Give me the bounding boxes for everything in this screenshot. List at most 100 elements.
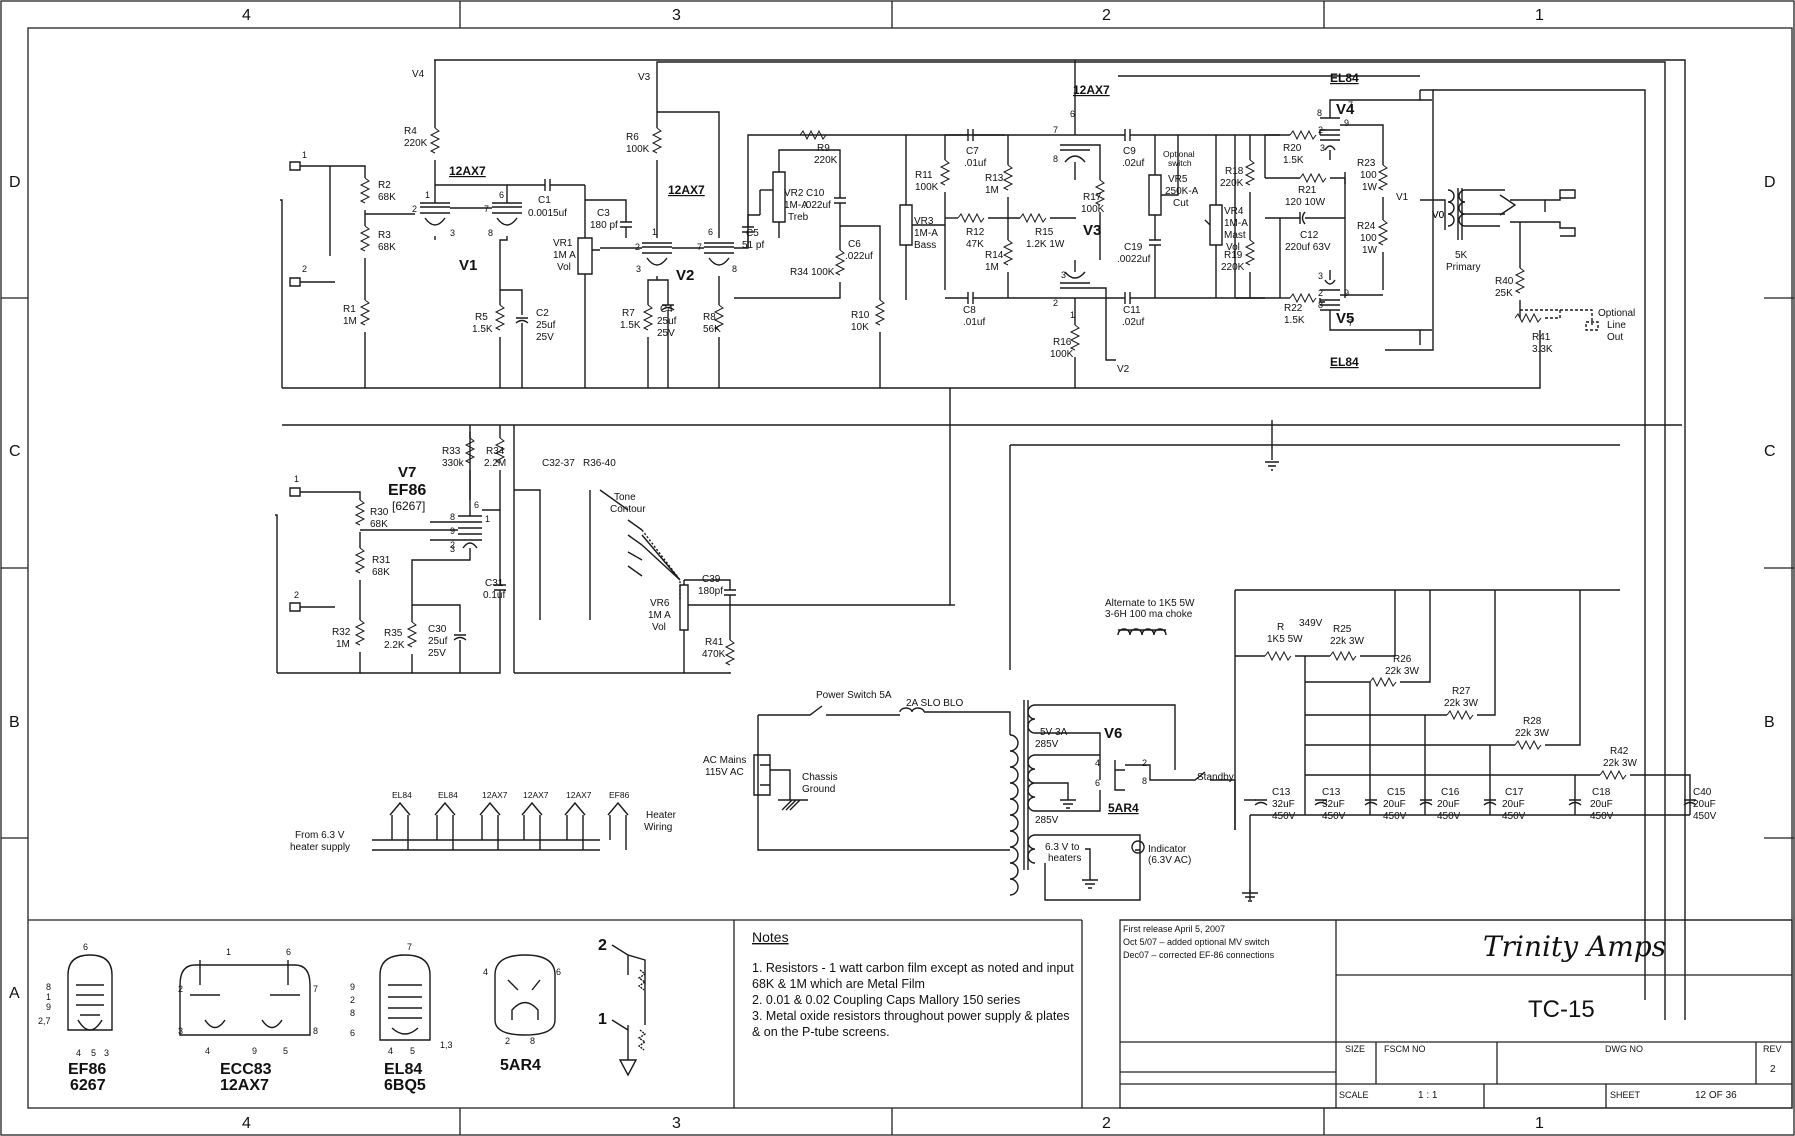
v1-type: 12AX7 [449,164,486,178]
c17-value: 20uF [1502,799,1525,810]
v3-pin7: 7 [1053,125,1058,135]
v1-pin2: 2 [412,204,417,214]
mains-label-2: 115V AC [705,767,744,778]
v2-stage: R6 100K 12AX7 V2 2 3 1 7 8 6 R7 1.5K C4 … [600,78,1005,388]
v1-input-stage: R2 68K R3 68K R1 1M 1 2 R4 220K 12AX7 V1… [280,60,632,388]
vr6-label: Vol [652,622,666,633]
v2-pin2: 2 [635,242,640,252]
ef86-pin1: 1 [46,992,51,1002]
r9-ref: R9 [817,143,830,154]
c17-ref: C17 [1505,787,1524,798]
v2-name: V2 [676,267,694,284]
v5-type: EL84 [1330,355,1359,369]
c40-ref: C40 [1693,787,1712,798]
heater-tube-6-label: EF86 [609,790,630,800]
c15-value: 20uF [1383,799,1406,810]
v3-stage: R11 100K C7 .01uf R13 1M R12 47K R15 1.2… [915,60,1280,388]
pot-pin1: 1 [598,1011,607,1028]
vr3-value: 1M-A [914,228,938,239]
v3-name: V3 [1083,222,1101,239]
c18-voltage: 450V [1590,811,1614,822]
v7-pin9: 9 [450,526,455,536]
c16-ref: C16 [1441,787,1460,798]
zone-right-b: B [1764,714,1775,731]
net-v4-label: V4 [412,69,425,80]
r20-ref: R20 [1283,143,1302,154]
r20-value: 1.5K [1283,155,1304,166]
fuse-label: 2A SLO BLO [906,698,963,709]
r35-value: 2.2K [384,640,405,651]
ecc83-pin3: 3 [178,1026,183,1036]
v7-pin8: 8 [450,512,455,522]
5ar4-pin2: 2 [505,1036,510,1046]
pot-pin2: 2 [598,937,607,954]
v3-pin8: 8 [1053,154,1058,164]
power-stage: EL84 V4 EL84 V5 7 8 2 3 9 3 2 8 9 7 R20 … [1264,71,1421,369]
c39-value: 180pf [698,586,723,597]
ef86-label: EF86 [68,1061,106,1078]
zone-bottom-4: 4 [242,1115,251,1132]
note-line-1: 1. Resistors - 1 watt carbon film except… [752,961,1074,975]
ef86-pin3: 3 [104,1048,109,1058]
r19-value: 220K [1221,262,1245,273]
c3-value: 180 pf [590,220,618,231]
vr4-ref: VR4 [1224,206,1244,217]
heater-tube-1-label: EL84 [392,790,412,800]
r1-ref: R1 [343,304,356,315]
line-out-3: Out [1607,332,1623,343]
el84-pin2: 2 [350,995,355,1005]
c4-ref: C4 [660,304,673,315]
ecc83-label: ECC83 [220,1061,272,1078]
r27-ref: R27 [1452,686,1471,697]
r41-ref: R41 [1532,332,1551,343]
c8-ref: C8 [963,305,976,316]
v2-type: 12AX7 [668,183,705,197]
r26-value: 22k 3W [1385,666,1419,677]
vr1-label: Vol [557,262,571,273]
heater-tube-2-label: EL84 [438,790,458,800]
c10-ref: C10 [806,188,825,199]
jack1-pin: 1 [302,150,307,160]
ef86-pin6: 6 [83,942,88,952]
c13b-voltage: 450V [1322,811,1346,822]
v349-label: 349V [1299,618,1323,629]
el84-pin7: 7 [407,942,412,952]
r34a-label: R34 100K [790,267,835,278]
zone-top-4: 4 [242,7,251,24]
r12-ref: R12 [966,227,985,238]
zone-top-2: 2 [1102,7,1111,24]
v4-type: EL84 [1330,71,1359,85]
r1-value: 1M [343,316,357,327]
r18-value: 220K [1220,178,1244,189]
c13a-value: 32uF [1272,799,1295,810]
v1-pin8: 8 [488,228,493,238]
v6-pin8: 8 [1142,776,1147,786]
c11-ref: C11 [1123,305,1141,316]
heater-wiring: EL84 EL84 12AX7 12AX7 12AX7 EF86 From 6.… [290,790,677,853]
v7-pin2: 2 [450,540,455,550]
heater-tube-3: 12AX7 [479,790,508,850]
heater-tube-6: EF86 [607,790,630,850]
line-out-2: Line [1607,320,1626,331]
r6-value: 100K [626,144,650,155]
r30-ref: R30 [370,507,389,518]
r4-ref: R4 [404,126,417,137]
jack3-pin: 1 [294,474,299,484]
r13-value: 1M [985,185,999,196]
v4-pin8: 8 [1317,108,1322,118]
r6-ref: R6 [626,132,639,143]
r25-ref: R25 [1333,624,1352,635]
drawing-title: TC-15 [1528,996,1595,1023]
heater-tube-4: 12AX7 [521,790,549,850]
c19-value: .0022uf [1117,254,1151,265]
r26-ref: R26 [1393,654,1412,665]
standby-label: Standby [1197,772,1234,783]
r14-value: 1M [985,262,999,273]
c15-ref: C15 [1387,787,1406,798]
r4-value: 220K [404,138,428,149]
c8-value: .01uf [963,317,985,328]
v6-pin6: 6 [1095,778,1100,788]
c7-value: .01uf [964,158,986,169]
note-line-4: 3. Metal oxide resistors throughout powe… [752,1009,1070,1023]
